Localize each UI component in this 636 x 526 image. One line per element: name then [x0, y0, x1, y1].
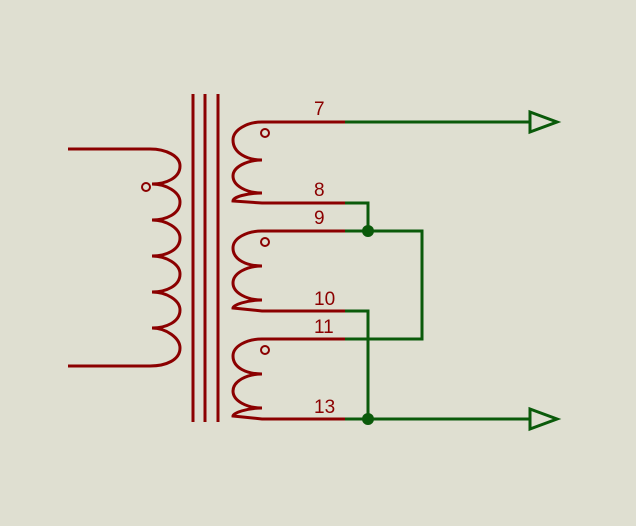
wire-pin9-to-pin11[interactable] — [345, 229, 424, 341]
output-terminal-top-arrow-icon[interactable] — [528, 109, 562, 135]
wire-pin8[interactable] — [345, 201, 370, 231]
secondary-winding-2[interactable] — [231, 229, 345, 313]
coil-1-icon — [231, 120, 345, 205]
coil-3-polarity-dot-icon — [260, 345, 270, 355]
primary-winding[interactable] — [68, 147, 182, 368]
pin-label-8: 8 — [314, 180, 325, 201]
junction-dot-icon — [362, 225, 374, 237]
pin-label-7: 7 — [314, 99, 325, 120]
output-terminal-bottom-arrow-icon[interactable] — [528, 406, 562, 432]
primary-polarity-dot-icon — [141, 182, 151, 192]
primary-coil-icon — [149, 147, 182, 368]
pin-label-13: 13 — [314, 397, 335, 418]
secondary-winding-1[interactable] — [231, 120, 345, 205]
transformer-core-icon — [191, 94, 220, 422]
wiring — [345, 120, 530, 421]
coil-2-polarity-dot-icon — [260, 237, 270, 247]
pin-label-11: 11 — [314, 317, 334, 338]
junction-dot-icon — [362, 413, 374, 425]
secondary-winding-3[interactable] — [231, 337, 345, 421]
coil-1-polarity-dot-icon — [260, 128, 270, 138]
wire-pin10-to-pin13[interactable] — [345, 309, 370, 419]
coil-2-icon — [231, 229, 345, 313]
pin-label-9: 9 — [314, 208, 325, 229]
pin-label-10: 10 — [314, 289, 335, 310]
coil-3-icon — [231, 337, 345, 421]
